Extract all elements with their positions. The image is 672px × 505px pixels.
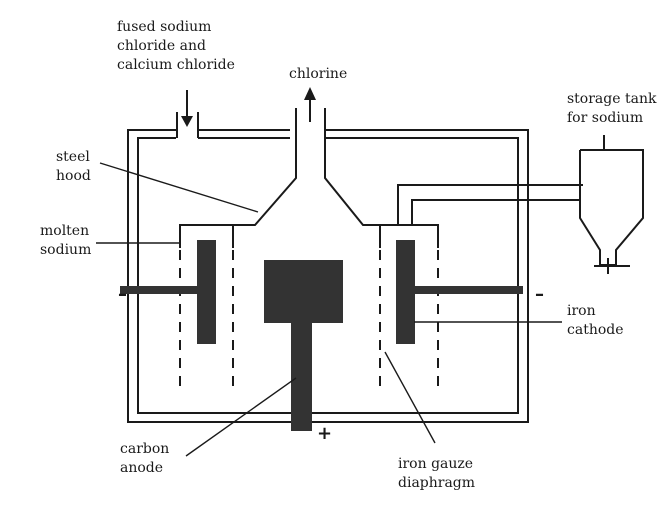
carbon-anode-label: carbon anode [120, 440, 169, 478]
feed-label-line: chloride and [117, 38, 206, 54]
molten-sodium-label-line: molten [40, 223, 90, 239]
down-arrow-icon [181, 90, 193, 127]
iron-cathode-label-line: iron [567, 303, 596, 319]
steel-hood-label-line: steel [56, 149, 90, 165]
carbon-anode-label-line: carbon [120, 441, 170, 457]
cathode-minus-sign-left: – [118, 284, 127, 305]
storage-tank-label-line: for sodium [567, 110, 644, 126]
steel-hood-label: steel hood [56, 148, 91, 186]
storage-tank-label: storage tank for sodium [567, 90, 656, 128]
up-arrow-icon [304, 87, 316, 122]
cathodes [120, 240, 523, 344]
carbon-anode-label-line: anode [120, 460, 164, 476]
feed-label: fused sodium chloride and calcium chlori… [117, 18, 235, 75]
cell-vessel [127, 129, 529, 423]
cathode-minus-sign-right: – [535, 284, 544, 305]
molten-sodium-label-line: sodium [40, 242, 92, 258]
sodium-riser-pipe [397, 184, 583, 225]
iron-cathode-label: iron cathode [567, 302, 624, 340]
iron-gauze-diaphragm-label: iron gauze diaphragm [398, 455, 475, 493]
storage-tank [579, 135, 644, 274]
steel-hood [179, 108, 439, 248]
iron-gauze-diaphragm-label-line: diaphragm [398, 475, 476, 491]
iron-gauze-diaphragm-label-line: iron gauze [398, 456, 474, 472]
storage-tank-label-line: storage tank [567, 91, 657, 107]
gauze-diaphragms [179, 250, 439, 388]
carbon-anode [264, 260, 343, 431]
feed-label-line: calcium chloride [117, 57, 235, 73]
molten-sodium-label: molten sodium [40, 222, 91, 260]
chlorine-label: chlorine [289, 66, 348, 82]
leader-lines [96, 162, 562, 457]
feed-inlet-pipe [176, 112, 199, 138]
steel-hood-label-line: hood [56, 168, 91, 184]
iron-cathode-label-line: cathode [567, 322, 624, 338]
feed-label-line: fused sodium [117, 19, 212, 35]
anode-plus-sign: + [317, 423, 333, 444]
